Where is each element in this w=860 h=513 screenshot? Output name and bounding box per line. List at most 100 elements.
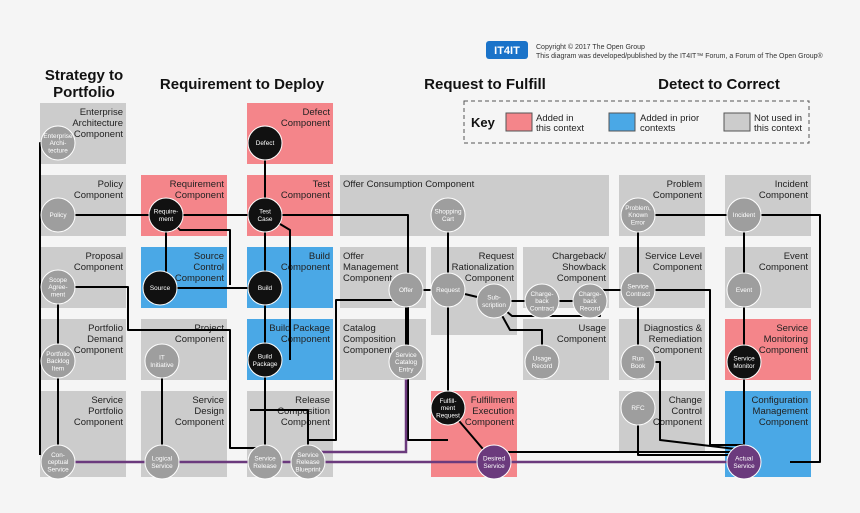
component-occ: Offer Consumption Component	[340, 175, 609, 236]
node-label: Policy	[49, 212, 67, 219]
node-label: Request	[436, 287, 460, 294]
logo: IT4IT	[486, 41, 528, 59]
node-label: Incident	[733, 212, 756, 219]
legend-swatch-added	[505, 112, 533, 132]
node-circle	[476, 283, 512, 319]
node-circle	[142, 270, 178, 306]
node-subs: Sub-scription	[476, 283, 512, 319]
node-circle	[247, 342, 283, 378]
node-circle	[430, 390, 466, 426]
node-circle	[247, 444, 283, 480]
node-circle	[388, 272, 424, 308]
node-circle	[40, 269, 76, 305]
node-label: Build	[258, 285, 273, 292]
node-circle	[726, 197, 762, 233]
logo-text: IT4IT	[494, 45, 520, 57]
node-circle	[247, 125, 283, 161]
title-request-to-fulfill: Request to Fulfill	[424, 76, 546, 93]
node-label: Event	[736, 287, 753, 294]
node-circle	[726, 272, 762, 308]
node-label: Sub-scription	[482, 295, 506, 309]
title-detect-to-correct: Detect to Correct	[658, 76, 780, 93]
node-policy: Policy	[40, 197, 76, 233]
node-build: Build	[247, 270, 283, 306]
node-circle	[620, 390, 656, 426]
node-label: Source	[150, 285, 171, 292]
node-defect: Defect	[247, 125, 283, 161]
node-request: Request	[430, 272, 466, 308]
title-requirement-to-deploy: Requirement to Deploy	[160, 76, 325, 93]
connector-purple-sce	[308, 362, 408, 454]
node-circle	[144, 444, 180, 480]
node-circle	[247, 197, 283, 233]
node-circle	[40, 197, 76, 233]
node-label: Defect	[256, 140, 275, 147]
legend-swatch-prior	[608, 112, 636, 132]
component-label: Offer Consumption Component	[343, 179, 475, 190]
node-circle	[572, 283, 608, 319]
node-circle	[40, 444, 76, 480]
node-circle	[726, 344, 762, 380]
legend-title: Key	[471, 115, 496, 130]
node-label: Offer	[399, 287, 414, 294]
copyright-line-2: This diagram was developed/published by …	[536, 52, 824, 60]
